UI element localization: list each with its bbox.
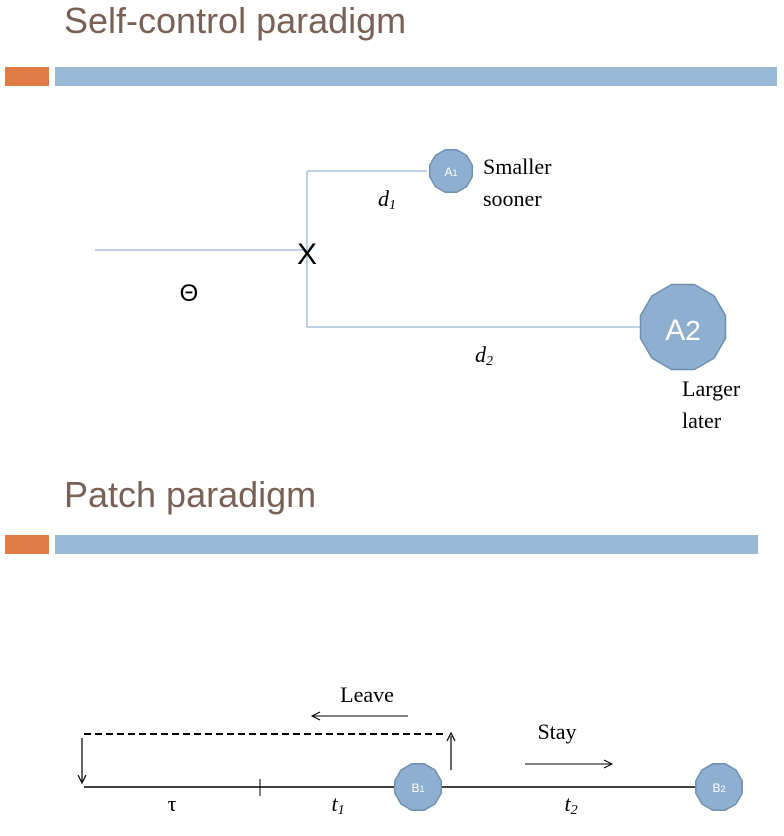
patch-diagram: Leave Stay τ t1 t2 B1 B2 [77,682,743,818]
delay-d2-label: d2 [475,342,493,369]
reward-a2-label: A2 [665,314,701,347]
section-title-self-control: Self-control paradigm [64,0,407,41]
larger-later-label-line2: later [682,408,722,433]
patch-node-b2 [695,763,743,811]
smaller-sooner-label-line1: Smaller [483,154,552,179]
patch-b2-label: B2 [712,781,725,795]
title-accent-blue [55,67,777,86]
leave-label: Leave [340,682,394,707]
self-control-diagram: X Θ d1 d2 A1 A2 Smaller sooner Larger la… [95,148,741,433]
down-arrow-head [77,774,87,785]
title-accent-orange [5,535,49,554]
reward-node-a1 [428,148,474,194]
t1-label: t1 [331,791,344,818]
tau-label: τ [168,791,177,816]
reward-a1-label: A1 [444,165,457,179]
choice-point-marker: X [297,238,317,271]
stay-arrow-head [603,759,614,769]
section-title-patch: Patch paradigm [64,474,317,515]
stay-label: Stay [537,719,576,744]
title-accent-orange [5,67,49,86]
theta-label: Θ [180,280,199,307]
delay-d1-label: d1 [378,186,396,213]
reward-node-a2 [639,283,727,371]
smaller-sooner-label-line2: sooner [483,186,542,211]
t2-label: t2 [564,791,577,818]
larger-later-label-line1: Larger [682,376,741,401]
patch-node-b1 [394,763,442,811]
title-accent-blue [55,535,758,554]
leave-arrow-head [310,711,321,721]
up-arrow-head [446,731,456,742]
patch-b1-label: B1 [411,781,424,795]
